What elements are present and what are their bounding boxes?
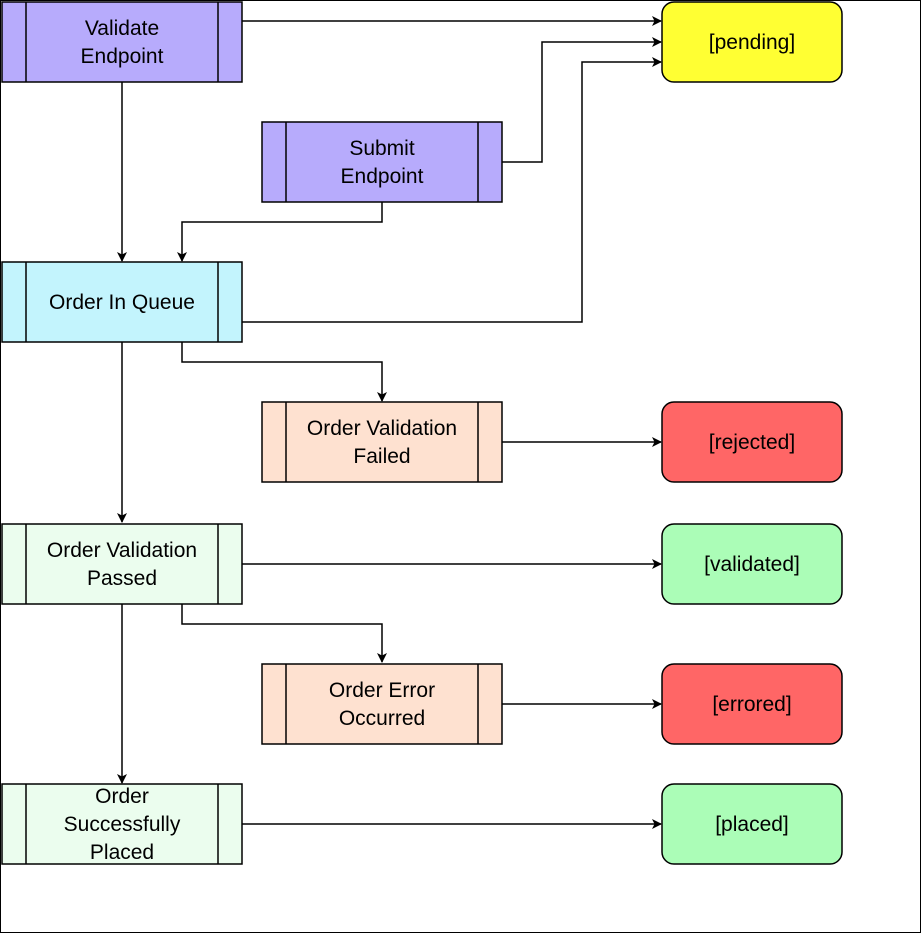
state-label: [errored]	[712, 693, 791, 716]
state-rejected: [rejected]	[661, 401, 843, 483]
state-box	[661, 783, 843, 865]
process-label-line: Order Validation	[47, 539, 197, 562]
state-box	[661, 663, 843, 745]
process-box	[1, 261, 243, 343]
arrow-queue-to-pending	[242, 57, 662, 323]
process-box	[261, 121, 503, 203]
state-label: [pending]	[709, 31, 795, 54]
process-box	[1, 783, 243, 865]
process-label-line: Order Validation	[307, 417, 457, 440]
process-label-line: Passed	[87, 567, 157, 590]
state-placed: [placed]	[661, 783, 843, 865]
state-pending: [pending]	[661, 1, 843, 83]
process-label-line: Successfully	[64, 813, 181, 836]
process-order-in-queue: Order In Queue	[1, 261, 243, 343]
state-label: [rejected]	[709, 431, 795, 454]
state-label: [placed]	[715, 813, 789, 836]
state-box	[661, 401, 843, 483]
process-label-line: Order Error	[329, 679, 435, 702]
process-label-line: Validate	[85, 17, 159, 40]
process-box	[261, 401, 503, 483]
process-label-line: Endpoint	[81, 45, 164, 68]
process-box	[1, 523, 243, 605]
arrow-queue-to-failed	[181, 342, 387, 402]
state-validated: [validated]	[661, 523, 843, 605]
state-errored: [errored]	[661, 663, 843, 745]
arrow-passed-to-error	[181, 604, 387, 663]
state-box	[661, 1, 843, 83]
arrow-submit-to-queue	[177, 202, 383, 262]
state-box	[661, 523, 843, 605]
connectors	[117, 16, 662, 829]
process-label-line: Occurred	[339, 707, 425, 730]
arrow-submit-to-pending	[502, 37, 662, 163]
process-label-line: Order	[95, 785, 149, 808]
process-label-line: Placed	[90, 841, 154, 864]
process-box	[261, 663, 503, 745]
process-label-line: Submit	[349, 137, 415, 160]
process-label-line: Failed	[353, 445, 410, 468]
process-label-line: Order In Queue	[49, 291, 195, 314]
process-box	[1, 1, 243, 83]
process-label: Order In Queue	[49, 291, 195, 314]
state-label: [validated]	[704, 553, 800, 576]
process-label-line: Endpoint	[341, 165, 424, 188]
